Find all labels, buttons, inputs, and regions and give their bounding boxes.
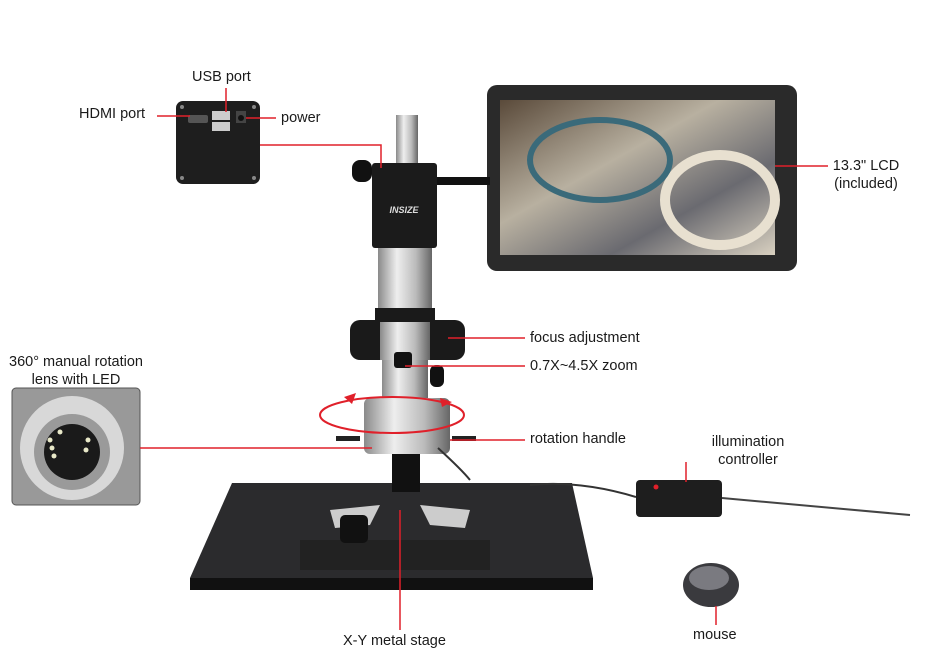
lcd-label: 13.3" LCD (included): [826, 157, 906, 193]
illumination-label-line1: illumination: [711, 434, 785, 450]
illumination-label-line2: controller: [718, 452, 778, 468]
hdmi-port-label: HDMI port: [79, 106, 146, 122]
lens-label: 360° manual rotation lens with LED: [0, 353, 152, 389]
power-label: power: [281, 110, 321, 126]
illumination-controller-label: illumination controller: [700, 433, 796, 469]
usb-port-label: USB port: [192, 69, 251, 85]
leader-lines: [140, 88, 828, 630]
lcd-monitor: [487, 85, 797, 271]
mouse: [683, 563, 739, 607]
lens-inset-photo: [11, 387, 141, 506]
rotation-handle-label: rotation handle: [530, 431, 626, 447]
insize-logo: INSIZE: [389, 205, 419, 215]
illumination-controller: [529, 480, 911, 517]
lcd-label-line1: 13.3" LCD: [832, 158, 900, 174]
zoom-label: 0.7X~4.5X zoom: [530, 358, 638, 374]
xy-stage-base: [190, 483, 593, 590]
stage-label: X-Y metal stage: [343, 633, 446, 649]
focus-adjustment-label: focus adjustment: [530, 330, 640, 346]
camera-port-panel: [176, 101, 260, 184]
microscope-body: INSIZE: [319, 115, 490, 492]
lens-label-line2: lens with LED: [31, 372, 121, 388]
lcd-label-line2: (included): [834, 176, 898, 192]
lens-label-line1: 360° manual rotation: [9, 354, 143, 370]
mouse-label: mouse: [693, 627, 737, 643]
